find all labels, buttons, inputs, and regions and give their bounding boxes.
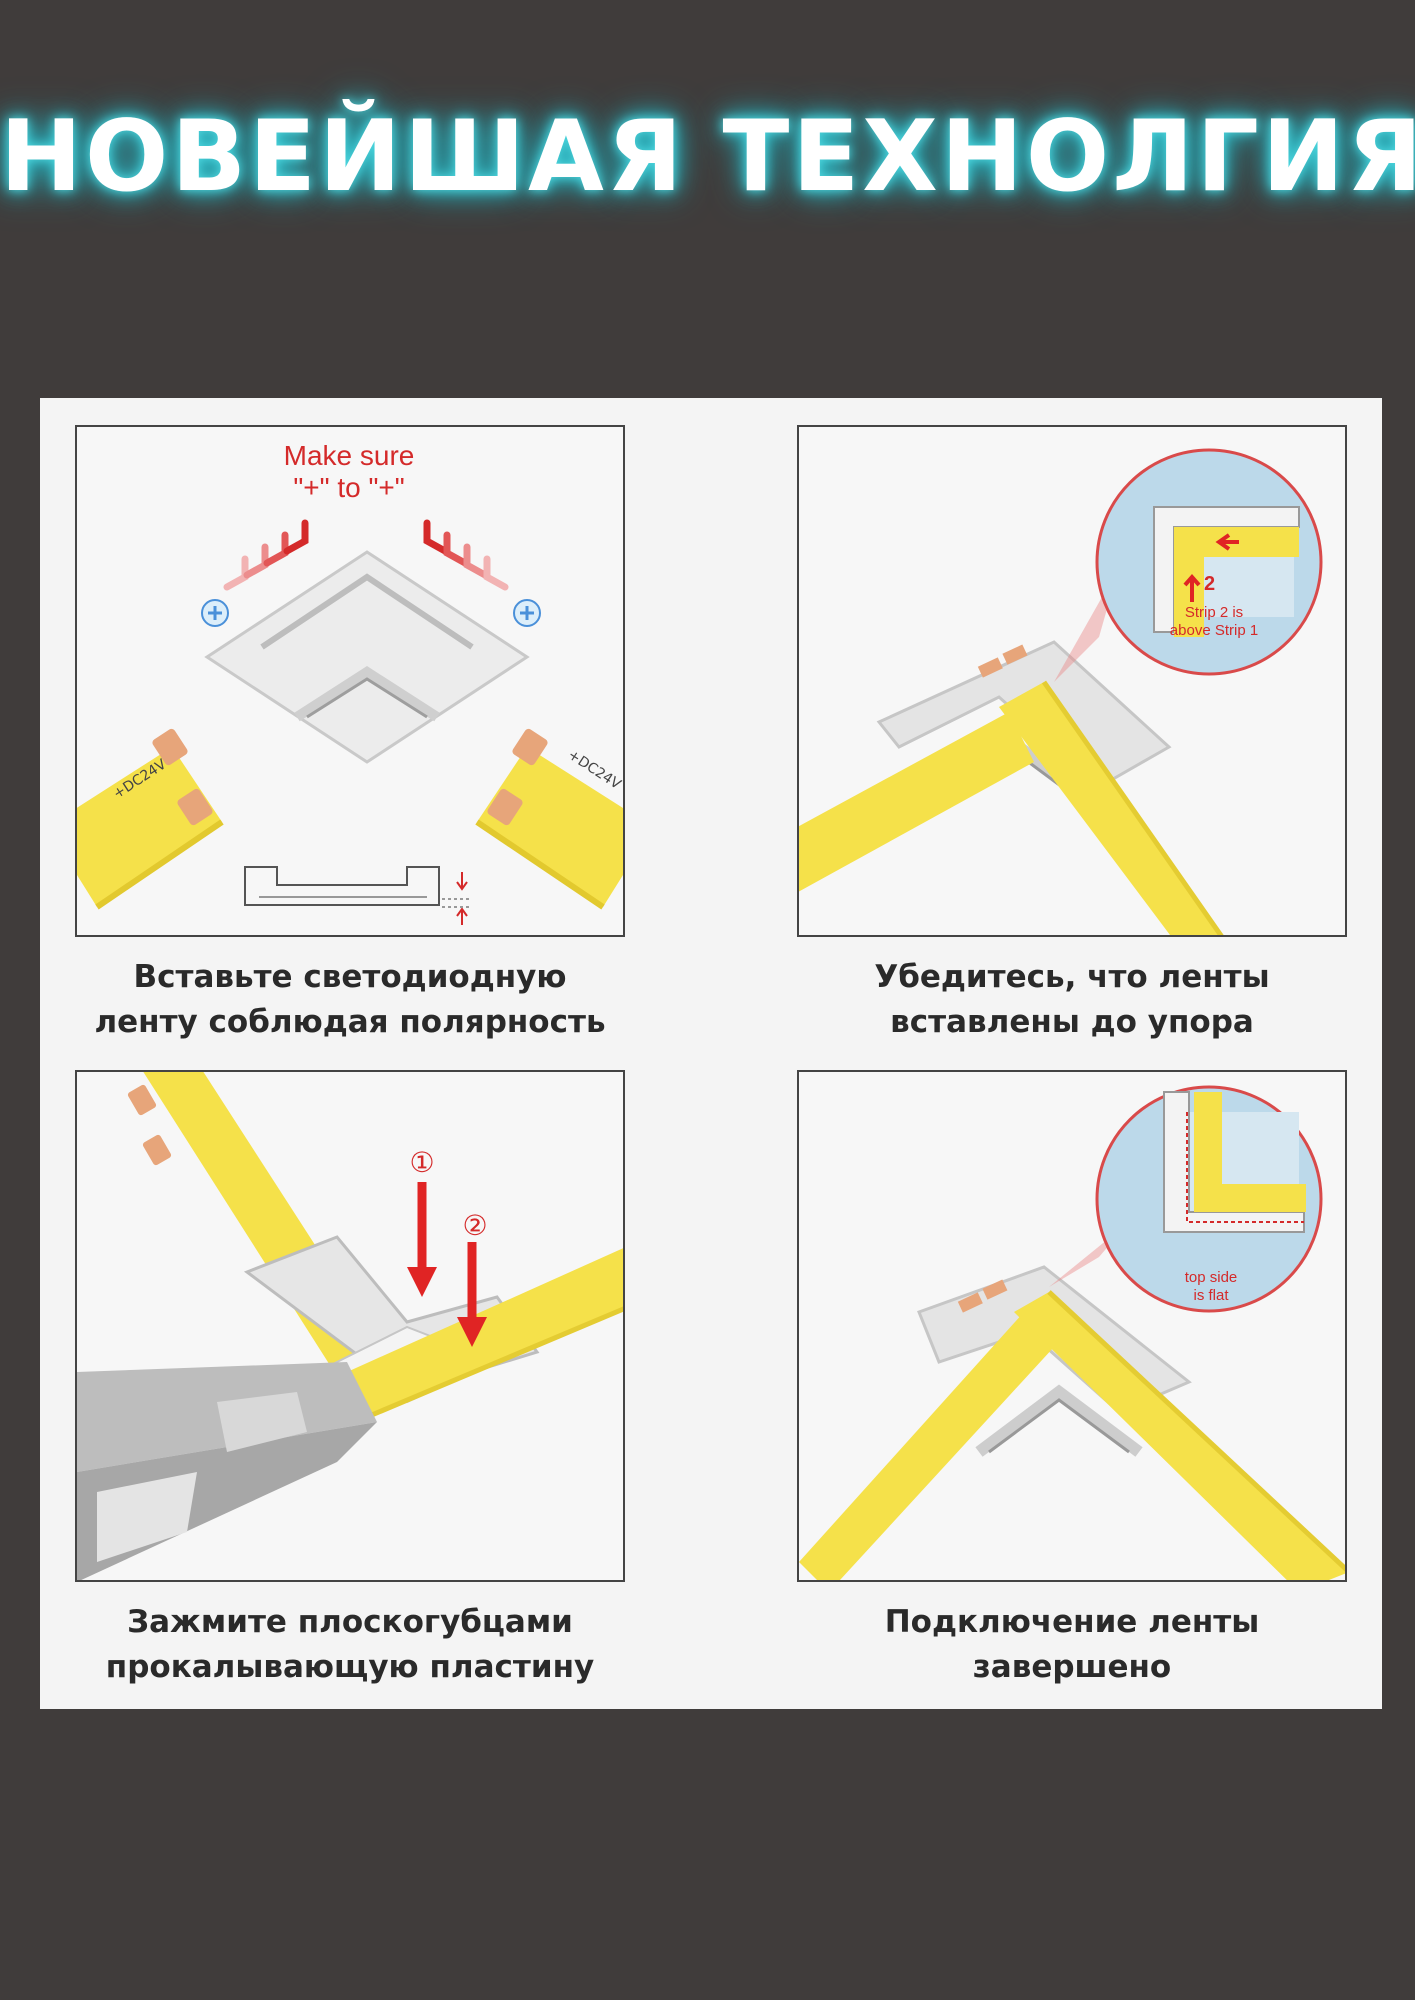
caption-line-2: ленту соблюдая полярность <box>94 1004 606 1040</box>
press-arrow-1-icon <box>407 1182 437 1297</box>
zoom-note-line-1: top side <box>1185 1269 1238 1286</box>
caption-line-2: вставлены до упора <box>890 1004 1254 1040</box>
led-strip-left: +DC24V <box>77 728 224 910</box>
plus-right-icon <box>513 599 541 627</box>
caption-line-2: завершено <box>972 1649 1172 1685</box>
step-2-caption: Убедитесь, что ленты вставлены до упора <box>777 955 1367 1045</box>
led-strip-2 <box>1014 1290 1345 1580</box>
led-strip-1 <box>799 1312 1054 1580</box>
zoom-note-line-2: is flat <box>1193 1287 1229 1304</box>
step-3-illustration: ① ② <box>75 1070 625 1582</box>
caption-line-1: Убедитесь, что ленты <box>874 959 1270 995</box>
headline: НОВЕЙШАЯ ТЕХНОЛГИЯ <box>0 100 1415 214</box>
led-strip-right: +DC24V <box>475 728 623 910</box>
zoom-note-number: 2 <box>1204 573 1215 595</box>
step-1-illustration: Make sure "+" to "+" <box>75 425 625 937</box>
step-1-caption: Вставьте светодиодную ленту соблюдая пол… <box>55 955 645 1045</box>
led-strip-2 <box>999 680 1224 935</box>
step-3-caption: Зажмите плоскогубцами прокалывающую плас… <box>55 1600 645 1690</box>
marker-1: ① <box>409 1146 434 1179</box>
caption-line-2: прокалывающую пластину <box>105 1649 595 1685</box>
zoom-note-line-1: Strip 2 is <box>1185 604 1243 621</box>
caption-line-1: Подключение ленты <box>884 1604 1260 1640</box>
caption-line-1: Зажмите плоскогубцами <box>127 1604 573 1640</box>
led-strip-right <box>347 1248 623 1420</box>
annotation-make-sure: Make sure <box>284 440 415 471</box>
annotation-plus-to-plus: "+" to "+" <box>293 472 404 503</box>
caption-line-1: Вставьте светодиодную <box>133 959 567 995</box>
step-2-illustration: 2 Strip 2 is above Strip 1 <box>797 425 1347 937</box>
instructions-panel: Make sure "+" to "+" <box>40 398 1382 1709</box>
led-strip-1 <box>799 712 1034 892</box>
insert-direction-right-icon <box>423 519 509 591</box>
zoom-circle: top side is flat <box>1095 1085 1323 1313</box>
insert-direction-left-icon <box>223 519 309 591</box>
press-arrow-2-icon <box>457 1242 487 1347</box>
step-4-illustration: top side is flat <box>797 1070 1347 1582</box>
plus-left-icon <box>201 599 229 627</box>
zoom-circle: 2 Strip 2 is above Strip 1 <box>1095 448 1323 676</box>
step-4-caption: Подключение ленты завершено <box>777 1600 1367 1690</box>
l-connector <box>204 550 530 764</box>
connector-side-profile <box>244 866 472 925</box>
pliers-icon <box>77 1362 377 1580</box>
marker-2: ② <box>462 1209 487 1242</box>
zoom-note-line-2: above Strip 1 <box>1170 622 1258 639</box>
